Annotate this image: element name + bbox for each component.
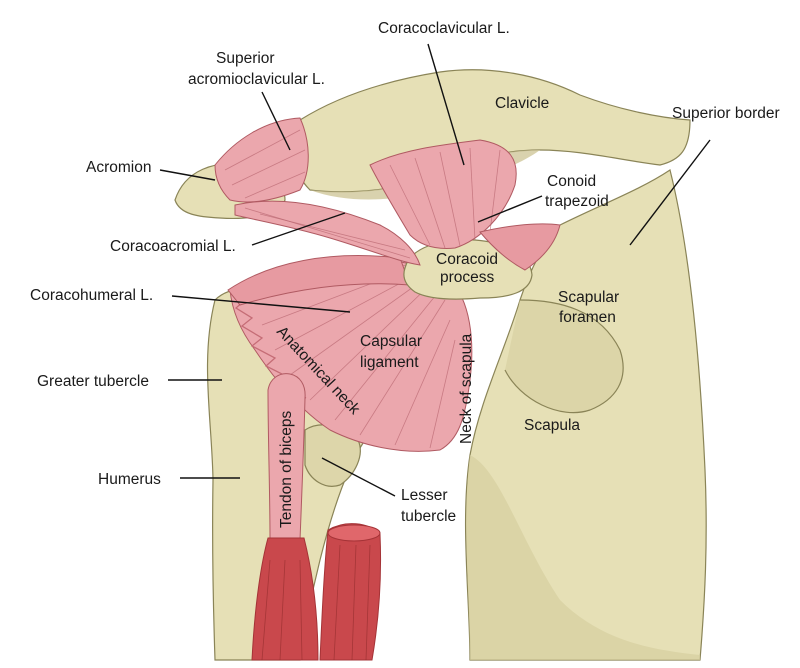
label-coracoid-line2: process [440, 269, 495, 286]
muscle-fiber [261, 559, 271, 661]
ac-fiber [244, 171, 306, 199]
capsule-fiber [334, 289, 441, 421]
label-lesser-tubercle-line1: Lesser [401, 487, 448, 504]
label-conoid: Conoid [547, 173, 596, 190]
muscle-fiber [333, 544, 341, 661]
label-trapezoid: trapezoid [545, 193, 609, 210]
label-scapula: Scapula [524, 417, 580, 434]
label-coracoid-line1: Coracoid [436, 251, 498, 268]
muscle-fiber [365, 544, 371, 661]
capsule-fiber [429, 339, 456, 449]
scapular-foramen-ridge [504, 299, 624, 414]
capsule-fiber [309, 279, 436, 401]
label-coracohumeral: Coracohumeral L. [30, 287, 153, 304]
leader-lesser-tubercle [321, 457, 396, 497]
biceps-short-head-cut [327, 524, 381, 542]
leader-superior-acromioclavicular [261, 91, 291, 151]
label-capsular-line2: ligament [360, 354, 419, 371]
cc-fiber [389, 164, 431, 246]
cc-fiber [439, 151, 461, 247]
label-lesser-tubercle-line2: tubercle [401, 508, 456, 525]
capsule-fiber [394, 319, 451, 446]
capsule-fiber [359, 299, 446, 436]
ac-fiber [224, 129, 301, 171]
ca-fiber [244, 207, 411, 259]
leader-coracoclavicular [427, 43, 465, 166]
label-tendon-of-biceps: Tendon of biceps [278, 411, 295, 528]
label-neck-of-scapula: Neck of scapula [458, 333, 475, 444]
leader-coracoacromial [251, 212, 346, 246]
label-greater-tubercle: Greater tubercle [37, 373, 149, 390]
label-humerus: Humerus [98, 471, 161, 488]
scapula-bone [464, 169, 707, 661]
label-scapular-foramen-line2: foramen [559, 309, 616, 326]
label-acromion: Acromion [86, 159, 151, 176]
muscle-fiber [299, 559, 303, 661]
cc-fiber [414, 157, 446, 249]
label-coracoclavicular: Coracoclavicular L. [378, 20, 510, 37]
leader-superior-border [629, 139, 711, 246]
trapezoid-ligament [479, 223, 561, 271]
biceps-tendon [267, 373, 306, 541]
cc-fiber [489, 149, 501, 233]
biceps-short-head-muscle [319, 523, 382, 661]
scapula-shading [466, 455, 700, 660]
muscle-fiber [351, 544, 357, 661]
superior-acromioclavicular-ligament [214, 117, 309, 203]
cc-fiber [469, 147, 476, 241]
leader-acromion [159, 169, 216, 181]
label-capsular-line1: Capsular [360, 333, 422, 350]
ca-fiber [259, 213, 406, 251]
muscle-fiber [279, 559, 286, 661]
capsule-fiber [289, 274, 431, 376]
leader-coracohumeral [171, 295, 351, 313]
leader-conoid-trapezoid [477, 195, 543, 223]
label-superior-border: Superior border [672, 105, 780, 122]
ac-fiber [231, 149, 306, 186]
label-superior-acromioclavicular-line2: acromioclavicular L. [188, 71, 325, 88]
label-coracoacromial: Coracoacromial L. [110, 238, 236, 255]
label-scapular-foramen-line1: Scapular [558, 289, 619, 306]
label-superior-acromioclavicular-line1: Superior [216, 50, 275, 67]
label-clavicle: Clavicle [495, 95, 549, 112]
